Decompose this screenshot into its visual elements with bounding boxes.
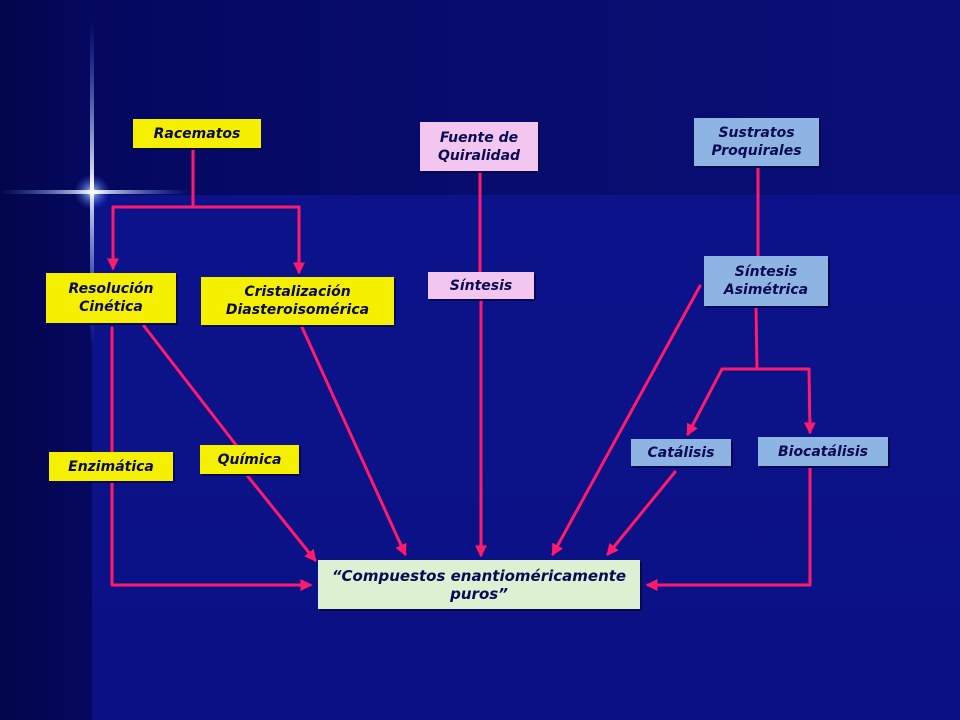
arrow-enzimatica-to-compuestos: [110, 326, 313, 591]
node-racematos: Racematos: [133, 119, 261, 148]
connector-sintesis-asimetrica-down: [754, 304, 759, 371]
node-sintesis: Síntesis: [428, 272, 534, 299]
background-left-band: [0, 0, 92, 720]
node-compuestos-enantiomericamente-puros: “Compuestos enantioméricamente puros”: [318, 560, 640, 609]
arrow-cristalizacion-to-compuestos: [299, 323, 407, 557]
node-quimica: Química: [200, 445, 299, 474]
arrow-to-biocatalisis: [803, 367, 816, 435]
connector-resolucion-quimica: [142, 324, 238, 447]
node-sintesis-asimetrica: Síntesis Asimétrica: [704, 256, 828, 306]
arrow-quimica-to-compuestos: [244, 472, 317, 562]
node-fuente-de-quiralidad: Fuente de Quiralidad: [420, 122, 538, 171]
node-sustratos-proquirales: Sustratos Proquirales: [694, 118, 819, 166]
node-resolucion-cinetica: Resolución Cinética: [46, 273, 176, 323]
node-biocatalisis: Biocatálisis: [758, 437, 888, 466]
node-catalisis: Catálisis: [631, 439, 731, 466]
arrow-catalisis-to-compuestos: [606, 470, 677, 556]
node-enzimatica: Enzimática: [49, 452, 173, 481]
arrow-sintesis-asimetrica-to-compuestos: [551, 284, 702, 557]
sparkle-star-icon: [0, 20, 190, 350]
node-cristalizacion-diasteroisomerica: Cristalización Diasteroisomérica: [201, 277, 394, 325]
arrow-biocatalisis-to-compuestos: [645, 464, 812, 591]
arrow-to-catalisis: [686, 367, 724, 437]
